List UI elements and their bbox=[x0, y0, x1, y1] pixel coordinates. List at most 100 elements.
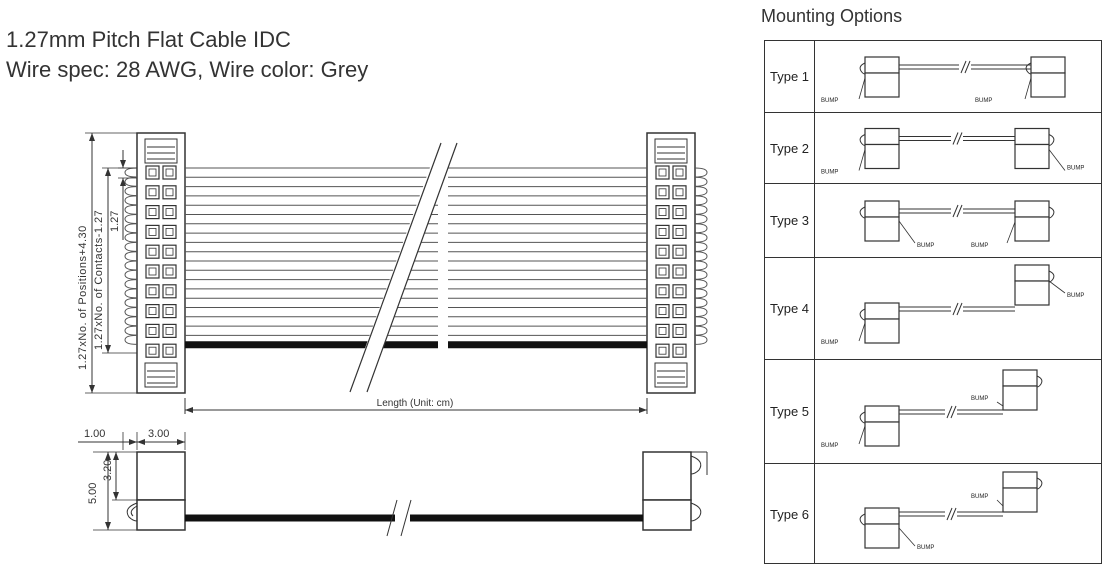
wire-loop-right bbox=[694, 297, 708, 308]
wire-loop-left bbox=[124, 232, 138, 243]
page-title: 1.27mm Pitch Flat Cable IDC bbox=[6, 27, 291, 52]
mounting-diagram: BUMP BUMP bbox=[821, 56, 1066, 104]
contact bbox=[145, 343, 160, 358]
mounting-figure-type-3: BUMP BUMP bbox=[815, 184, 1101, 257]
dim-3-label: 3.00 bbox=[148, 428, 169, 440]
right-connector bbox=[646, 132, 696, 394]
contact bbox=[655, 264, 670, 279]
mounting-row-type-3: Type 3 BUMP BUMP bbox=[765, 184, 1101, 258]
wire-loop-right bbox=[694, 260, 708, 271]
bump-label: BUMP bbox=[917, 243, 934, 249]
contact bbox=[145, 205, 160, 220]
cable-break bbox=[350, 145, 456, 390]
dim-5-label: 5.00 bbox=[87, 483, 99, 504]
contact bbox=[655, 224, 670, 239]
contact bbox=[672, 284, 687, 299]
dimension-lines bbox=[85, 132, 648, 530]
mounting-row-type-1: Type 1 BUMP BUMP bbox=[765, 41, 1101, 113]
wire-loop-left bbox=[124, 176, 138, 187]
contact bbox=[672, 185, 687, 200]
connector-latch bbox=[654, 362, 688, 388]
contact bbox=[655, 185, 670, 200]
bump-label: BUMP bbox=[821, 98, 838, 104]
contact bbox=[672, 304, 687, 319]
dim-1-label: 1.00 bbox=[84, 428, 105, 440]
contact bbox=[672, 205, 687, 220]
wire-loop-right bbox=[694, 204, 708, 215]
wire-loop-left bbox=[124, 334, 138, 345]
side-connector-left bbox=[136, 451, 186, 501]
wire-loop-left bbox=[124, 251, 138, 262]
contact bbox=[145, 304, 160, 319]
wire-loop-right bbox=[694, 325, 708, 336]
contact bbox=[145, 323, 160, 338]
wire-loop-left bbox=[124, 260, 138, 271]
bump-label: BUMP bbox=[917, 545, 934, 551]
wire-loop-right bbox=[694, 232, 708, 243]
contact bbox=[162, 224, 177, 239]
bump-label: BUMP bbox=[975, 98, 992, 104]
contact bbox=[145, 244, 160, 259]
wire-spec: Wire spec: 28 AWG, Wire color: Grey bbox=[6, 57, 369, 82]
contact bbox=[162, 343, 177, 358]
contact bbox=[162, 284, 177, 299]
wire-loop-right bbox=[694, 279, 708, 290]
wire-loop-left bbox=[124, 316, 138, 327]
contact bbox=[655, 343, 670, 358]
connector-latch bbox=[144, 362, 178, 388]
wire-loop-left bbox=[124, 288, 138, 299]
side-view bbox=[78, 432, 708, 537]
contact bbox=[672, 343, 687, 358]
wire-loop-left bbox=[124, 223, 138, 234]
flat-cable-wires bbox=[124, 142, 708, 393]
mounting-diagram: BUMP BUMP bbox=[859, 471, 1043, 551]
contact bbox=[162, 264, 177, 279]
contact bbox=[655, 165, 670, 180]
wire-loop-right bbox=[694, 316, 708, 327]
mounting-row-type-6: Type 6 BUMP BUMP bbox=[765, 464, 1101, 564]
wire-loop-left bbox=[124, 167, 138, 178]
wire-loop-right bbox=[694, 214, 708, 224]
wire-loop-left bbox=[124, 269, 138, 280]
mounting-diagram: BUMP BUMP bbox=[859, 200, 1055, 249]
wire-loop-left bbox=[124, 279, 138, 290]
mounting-type-label: Type 3 bbox=[765, 184, 815, 257]
bump-label: BUMP bbox=[971, 494, 988, 500]
wire-loop-right bbox=[694, 167, 708, 178]
wire-loop-right bbox=[694, 176, 708, 187]
wire-loop-right bbox=[694, 195, 708, 206]
contact bbox=[655, 205, 670, 220]
wire-loop-right bbox=[694, 223, 708, 234]
cable-drawing: 1.27xNo. of Positions+4.30 1.27xNo. of C… bbox=[77, 132, 708, 537]
contact bbox=[655, 244, 670, 259]
wire-loop-left bbox=[124, 297, 138, 308]
side-connector-right bbox=[642, 451, 692, 501]
contact bbox=[145, 284, 160, 299]
contact bbox=[672, 165, 687, 180]
contact bbox=[162, 165, 177, 180]
contact bbox=[145, 224, 160, 239]
mounting-type-label: Type 1 bbox=[765, 41, 815, 112]
wire-loop-right bbox=[694, 334, 708, 345]
connector-body bbox=[646, 132, 696, 394]
wire-loop-left bbox=[124, 307, 138, 317]
wire-loop-right bbox=[694, 307, 708, 317]
wire-loop-left bbox=[124, 204, 138, 215]
mounting-type-label: Type 4 bbox=[765, 258, 815, 359]
mounting-type-label: Type 6 bbox=[765, 464, 815, 564]
dim-pitch-label: 1.27 bbox=[109, 211, 121, 232]
wire-loop-right bbox=[694, 186, 708, 197]
wire-loop-right bbox=[694, 288, 708, 299]
bump-label: BUMP bbox=[971, 243, 988, 249]
contact bbox=[655, 304, 670, 319]
length-label: Length (Unit: cm) bbox=[377, 398, 454, 409]
bump-label: BUMP bbox=[821, 340, 838, 346]
wire-loop-left bbox=[124, 325, 138, 336]
